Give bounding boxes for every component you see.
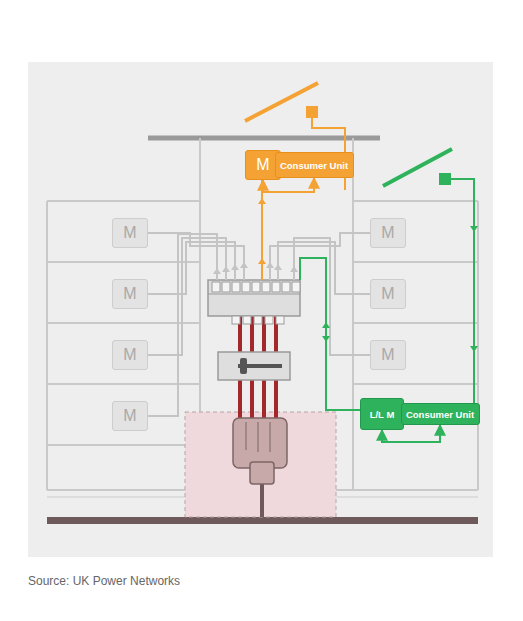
network-zone	[185, 412, 336, 517]
meter: M	[112, 340, 148, 370]
building-outline	[353, 200, 478, 202]
node-label: M	[123, 285, 136, 303]
cable-arrow	[213, 268, 221, 274]
cutout-fuse	[250, 462, 274, 484]
building-outline	[477, 201, 479, 490]
node-label: M	[123, 407, 136, 425]
cutout-fuse	[233, 418, 287, 484]
cable-arrow	[258, 258, 266, 264]
building-outline	[353, 383, 478, 385]
meter: M	[370, 279, 406, 309]
cutout-fuse	[270, 422, 271, 452]
orange-solar-panel	[245, 83, 318, 121]
cable-arrow	[231, 264, 239, 270]
busbar-way	[272, 282, 280, 292]
busbar-way	[292, 282, 300, 292]
building-outline	[352, 138, 354, 490]
building-outline	[47, 200, 200, 202]
background-panel	[28, 62, 493, 557]
busbar-way	[276, 316, 284, 324]
power-connector	[263, 178, 314, 192]
meter-cable	[270, 233, 370, 280]
meter-cable	[148, 238, 226, 355]
busbar-way	[212, 282, 220, 292]
building-outline	[353, 322, 478, 324]
node-label: M	[123, 346, 136, 364]
busbar-way	[243, 316, 251, 324]
landlord-meter: L/L M	[360, 398, 404, 430]
busbar-way	[265, 316, 273, 324]
cable-arrow	[222, 266, 230, 272]
riser-cables	[148, 178, 478, 416]
cutout-fuse	[258, 422, 259, 452]
busbar-way	[262, 282, 270, 292]
busbar-way	[242, 282, 250, 292]
cable-arrow	[266, 262, 274, 268]
isolator-switch	[218, 352, 290, 380]
distribution-busbar	[212, 282, 300, 324]
distribution-busbar	[208, 294, 300, 295]
consumer-unit: Consumer Unit	[401, 403, 480, 425]
distribution-busbar	[208, 280, 300, 324]
cable-arrow	[322, 336, 330, 342]
busbar-way	[254, 316, 262, 324]
orange-solar-panel	[306, 106, 318, 118]
cable-arrow	[240, 262, 248, 268]
node-label: M	[256, 156, 269, 174]
meter-cable	[278, 242, 370, 294]
consumer-unit: Consumer Unit	[275, 152, 354, 178]
node-label: M	[381, 224, 394, 242]
cable-arrow	[290, 266, 298, 272]
busbar-way	[232, 316, 240, 324]
source-caption: Source: UK Power Networks	[28, 574, 180, 588]
isolator-switch	[240, 358, 247, 374]
cutout-fuse	[246, 422, 247, 450]
isolator-switch	[218, 352, 290, 380]
meter-cable	[148, 242, 235, 294]
node-label: Consumer Unit	[406, 409, 474, 420]
ground-bar	[47, 517, 478, 524]
node-label: L/L M	[370, 409, 395, 420]
meter-cable	[148, 233, 244, 280]
orange-riser	[261, 180, 263, 280]
node-label: M	[381, 285, 394, 303]
meter: M	[112, 401, 148, 431]
meter-cable	[294, 238, 370, 355]
green-riser	[300, 258, 360, 410]
cutout-fuse	[233, 418, 287, 468]
building-outline	[46, 201, 48, 490]
meter: M	[370, 340, 406, 370]
building-outline	[47, 138, 478, 497]
meter: M	[112, 218, 148, 248]
cable-arrow	[322, 322, 330, 328]
meter: M	[370, 218, 406, 248]
green-solar-panel	[439, 173, 451, 185]
green-solar-panel	[383, 149, 452, 186]
node-label: M	[381, 346, 394, 364]
busbar-way	[232, 282, 240, 292]
busbar-way	[222, 282, 230, 292]
node-label: Consumer Unit	[280, 160, 348, 171]
distribution-busbar	[208, 280, 300, 316]
green-solar-panel	[451, 179, 474, 416]
building-outline	[47, 444, 200, 446]
node-label: M	[123, 224, 136, 242]
busbar-way	[282, 282, 290, 292]
cable-arrow	[274, 264, 282, 270]
cable-arrow	[258, 198, 266, 204]
building-outline	[353, 261, 478, 263]
meter: M	[112, 279, 148, 309]
meter-cable	[148, 234, 217, 416]
busbar-way	[252, 282, 260, 292]
service-cable	[260, 480, 264, 517]
